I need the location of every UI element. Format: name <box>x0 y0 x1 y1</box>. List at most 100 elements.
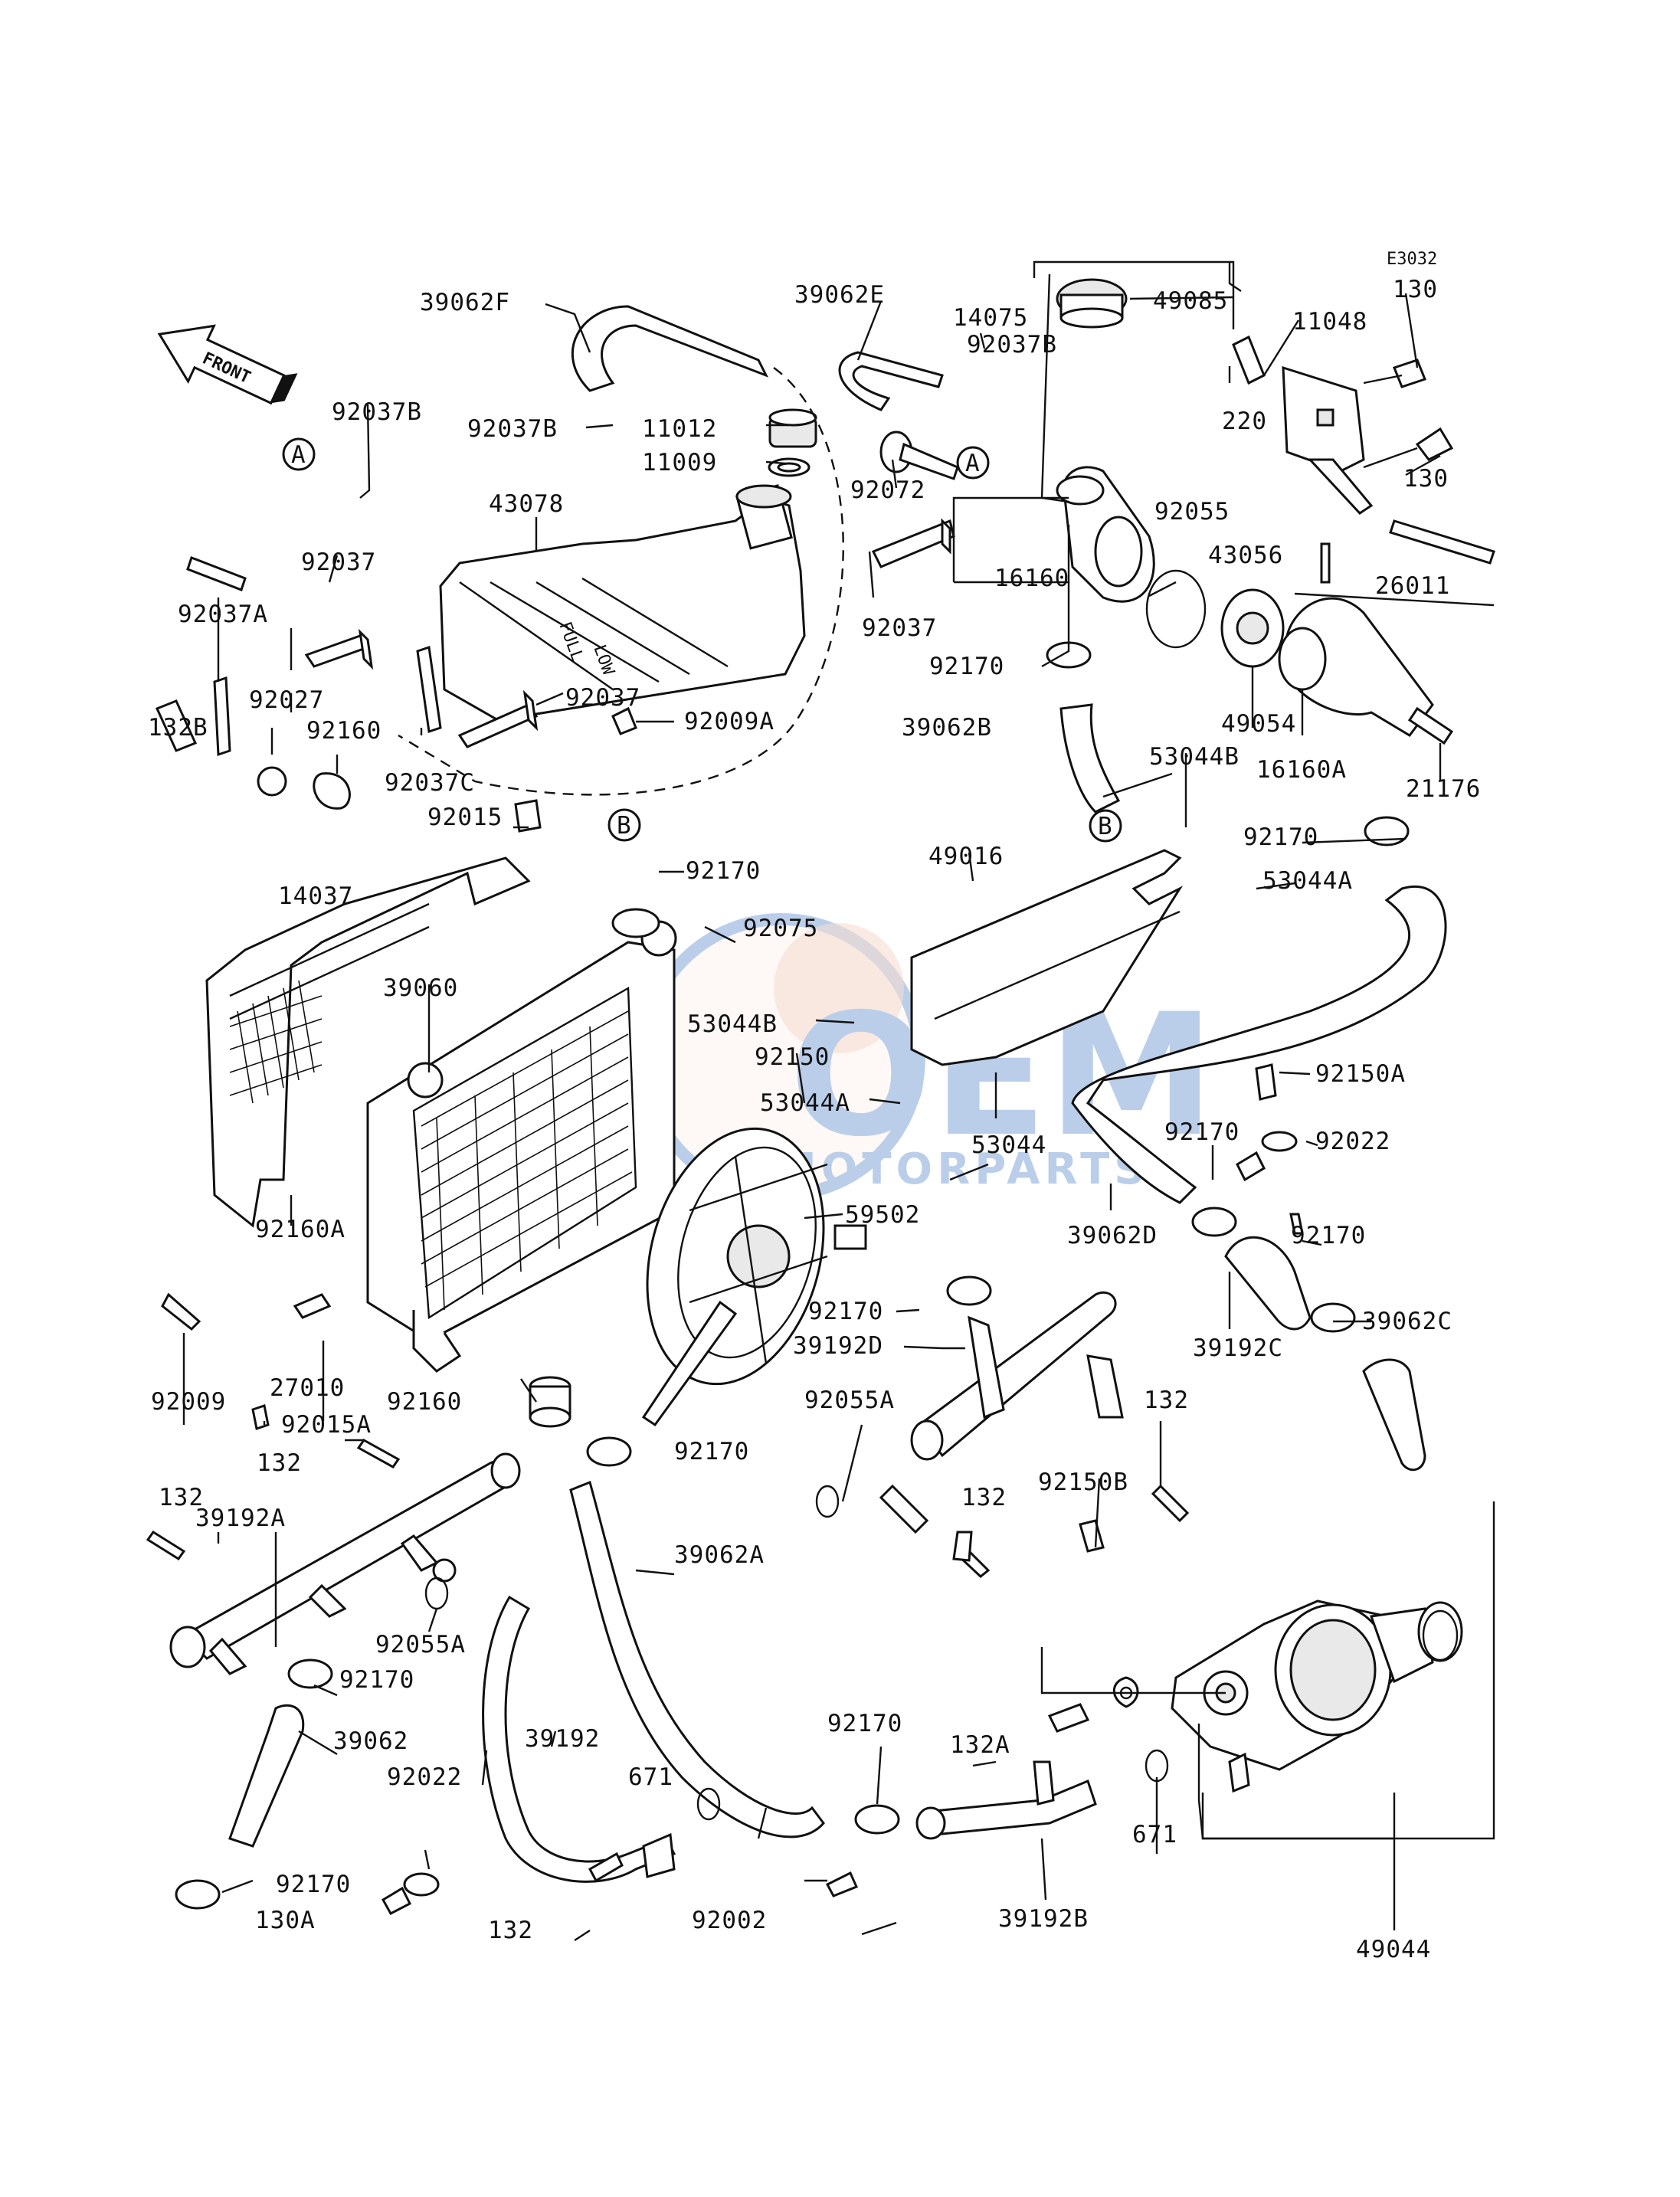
part-label: 132 <box>961 1484 1007 1511</box>
watermark-logo: OEM MOTORPARTS <box>637 913 1215 1201</box>
pipe-39192b <box>915 1760 1097 1840</box>
pipe-39192a <box>169 1452 521 1675</box>
group-brackets <box>952 260 1495 1840</box>
part-label: 49054 <box>1221 710 1296 738</box>
part-label: 92037 <box>301 548 376 576</box>
part-label: 39062 <box>333 1727 408 1755</box>
part-label: 39062F <box>420 289 510 316</box>
part-label: 92015 <box>427 804 503 831</box>
part-label: 92037B <box>467 415 558 443</box>
part-label: 92022 <box>1315 1128 1390 1155</box>
part-label: 39192A <box>195 1505 286 1532</box>
bracket <box>1232 335 1495 565</box>
part-label: 130A <box>255 1907 316 1934</box>
part-label: 11048 <box>1292 308 1367 336</box>
part-label: 132 <box>1144 1387 1189 1414</box>
part-label: 92037A <box>178 601 268 628</box>
part-label: 16160 <box>994 565 1069 592</box>
part-label: 92072 <box>850 476 925 504</box>
part-label: 53044B <box>687 1010 778 1038</box>
diagram-code: E3032 <box>1387 250 1437 269</box>
part-label: 92055 <box>1154 498 1230 526</box>
part-label: 53044 <box>971 1131 1046 1159</box>
radiator-shroud <box>205 856 531 1228</box>
water-pump <box>1047 1599 1463 1793</box>
part-label: 49085 <box>1153 287 1228 315</box>
reserve-tank: FULL LOW <box>439 484 806 722</box>
heat-guard <box>910 849 1184 1066</box>
ref-b-left: B <box>617 812 632 840</box>
tank-cap <box>768 408 817 477</box>
part-label: 92150 <box>755 1043 830 1071</box>
front-arrow: FRONT <box>157 324 298 405</box>
hose-clamps <box>175 641 1410 1910</box>
part-label: 53044B <box>1149 743 1240 771</box>
part-label: 49016 <box>928 843 1004 870</box>
part-label: 92150A <box>1315 1060 1406 1088</box>
part-label: 92170 <box>686 857 761 885</box>
part-label: 11012 <box>642 415 717 443</box>
part-label: 132A <box>950 1731 1010 1759</box>
part-label: 671 <box>628 1763 673 1791</box>
part-label: 92055A <box>804 1387 895 1414</box>
part-labels: 39062F 39062E 14075 49085 11048 130 130 … <box>148 276 1481 1963</box>
ref-a-right: A <box>965 450 981 477</box>
part-label: 21176 <box>1406 775 1481 803</box>
part-label: 92037C <box>385 769 475 797</box>
part-label: 132B <box>148 714 208 742</box>
hose-39062f <box>571 305 769 392</box>
part-label: 92002 <box>692 1907 767 1934</box>
part-label: 92037B <box>332 398 422 426</box>
part-label: 92170 <box>1243 823 1318 851</box>
bolts <box>146 1063 1304 1916</box>
part-label: 92022 <box>387 1763 462 1791</box>
leader-lines <box>182 263 1442 1942</box>
part-label: 39192B <box>998 1905 1089 1933</box>
part-label: 92009 <box>151 1388 226 1416</box>
part-label: 92170 <box>827 1710 902 1737</box>
thermostat <box>1145 542 1454 745</box>
part-label: 39192C <box>1193 1334 1283 1362</box>
hose-39192-end <box>642 1832 676 1878</box>
hose-39062c <box>1362 1358 1426 1472</box>
pipe-92072 <box>879 431 959 480</box>
part-label: 92170 <box>674 1438 749 1465</box>
part-label: 26011 <box>1375 572 1450 600</box>
part-label: 39062A <box>674 1541 765 1569</box>
part-label: 92170 <box>1291 1222 1366 1249</box>
strip-top <box>186 556 247 591</box>
part-label: 39192D <box>793 1332 883 1360</box>
part-label: 43056 <box>1208 542 1283 569</box>
strip-92037a <box>213 676 231 757</box>
part-label: 39062B <box>902 714 992 742</box>
part-label: 39060 <box>383 974 458 1002</box>
part-label: 92170 <box>276 1871 351 1898</box>
part-label: 92037 <box>862 614 937 642</box>
part-label: 43078 <box>489 490 564 518</box>
part-label: 92015A <box>281 1411 372 1439</box>
part-label: 14037 <box>278 882 353 910</box>
hose-39062d <box>1071 886 1447 1204</box>
part-label: 92170 <box>1164 1118 1240 1146</box>
part-label: 130 <box>1403 465 1449 493</box>
pipe-39192c <box>1224 1236 1312 1331</box>
part-label: 27010 <box>270 1374 345 1402</box>
part-label: 92027 <box>249 686 324 714</box>
part-label: 92055A <box>375 1631 466 1658</box>
part-label: 16160A <box>1256 756 1347 784</box>
part-label: 92009A <box>684 708 775 735</box>
part-label: 59502 <box>845 1201 920 1229</box>
hose-39062 <box>228 1704 305 1848</box>
part-label: 130 <box>1393 276 1438 303</box>
cooling-fan <box>641 1127 867 1427</box>
left-small-parts <box>155 699 637 833</box>
part-label: 92150B <box>1038 1468 1128 1496</box>
part-label: 92170 <box>339 1666 414 1694</box>
hose-39062a <box>569 1480 825 1838</box>
part-label: 39192 <box>525 1725 600 1753</box>
part-label: 92160 <box>387 1388 462 1416</box>
hose-39062b <box>1059 703 1121 814</box>
part-label: 671 <box>1132 1821 1177 1848</box>
part-label: 92075 <box>743 915 818 942</box>
